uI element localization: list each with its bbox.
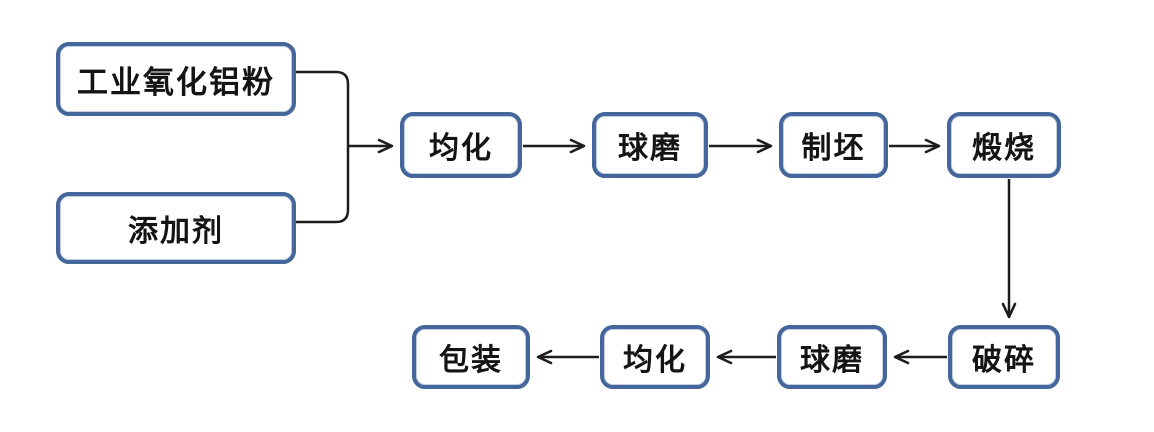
node-label: 煅烧 [972,132,1036,165]
node-label: 制坯 [801,132,866,165]
node-label: 均化 [429,132,493,165]
node-calcine: 煅烧 [947,112,1061,178]
node-ball-mill-1: 球磨 [592,112,708,178]
node-crush: 破碎 [948,325,1060,389]
node-ball-mill-2: 球磨 [777,325,887,389]
node-industrial-alumina-powder: 工业氧化铝粉 [56,42,296,116]
node-additive: 添加剂 [56,192,296,264]
node-label: 工业氧化铝粉 [77,64,275,100]
node-homogenize-1: 均化 [400,112,522,178]
node-package: 包装 [412,325,530,389]
node-label: 均化 [623,344,687,377]
merge-bracket-line [296,70,350,224]
node-form-billet: 制坯 [779,112,888,178]
node-label: 添加剂 [128,215,224,248]
node-label: 球磨 [800,344,864,377]
node-label: 球磨 [618,132,682,165]
node-homogenize-2: 均化 [600,325,710,389]
node-label: 破碎 [972,344,1036,377]
node-label: 包装 [439,344,503,377]
